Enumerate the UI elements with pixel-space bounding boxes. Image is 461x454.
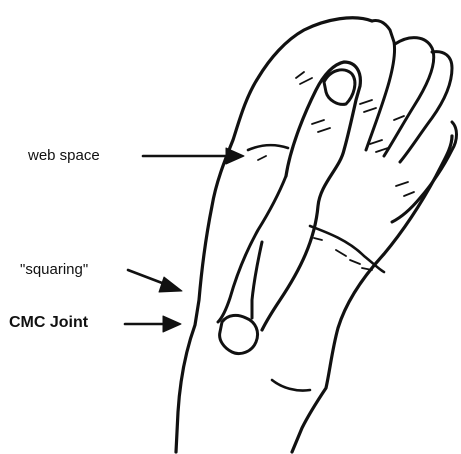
- thumb-metacarpal-inner: [252, 242, 262, 318]
- palm-crease: [310, 226, 384, 272]
- cmc-joint-blob: [220, 315, 258, 353]
- ring-finger: [400, 52, 452, 162]
- little-finger: [392, 122, 457, 222]
- thumbnail: [324, 70, 355, 105]
- web-space-crease: [248, 145, 288, 150]
- cmc-joint-arrow: [125, 316, 181, 332]
- palm-right-edge: [292, 136, 452, 452]
- index-finger: [366, 21, 395, 150]
- cmc-joint-label: CMC Joint: [9, 315, 88, 331]
- web-space-arrow: [143, 148, 244, 164]
- hand-outline: [176, 18, 372, 452]
- web-space-label: web space: [28, 148, 100, 163]
- squaring-label: "squaring": [20, 262, 88, 277]
- middle-finger: [384, 38, 434, 156]
- squaring-arrow: [128, 270, 182, 292]
- lower-palm-line: [272, 380, 310, 391]
